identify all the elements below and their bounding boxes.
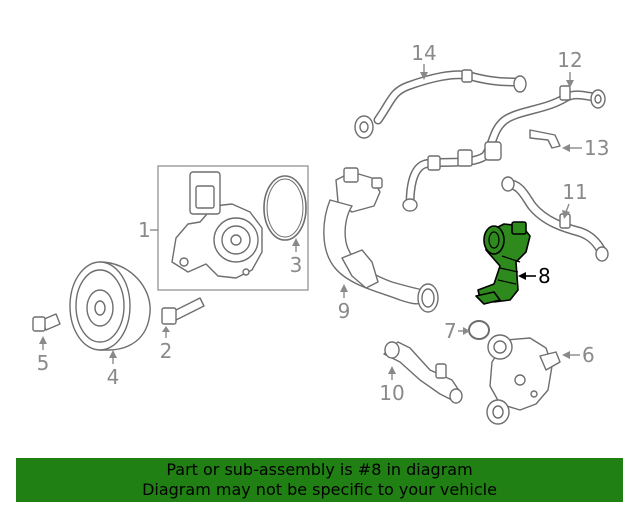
callout-1: 1	[138, 218, 151, 242]
callout-8: 8	[538, 264, 551, 288]
callout-10: 10	[379, 381, 404, 405]
callout-9: 9	[338, 299, 351, 323]
callout-5: 5	[37, 351, 50, 375]
part-water-pump	[171, 171, 263, 279]
part-8-coolant-pipe-highlighted[interactable]	[475, 221, 531, 305]
parts-diagram: 14 12 13 11 1	[32, 41, 609, 425]
callout-3: 3	[290, 253, 303, 277]
info-banner: Part or sub-assembly is #8 in diagram Di…	[16, 458, 623, 502]
part-1-group-box	[157, 165, 309, 291]
part-14-coolant-pipe	[354, 69, 527, 139]
part-7-o-ring	[468, 320, 490, 340]
part-2-bolt	[161, 297, 205, 325]
callout-2: 2	[160, 339, 173, 363]
callout-7: 7	[444, 319, 457, 343]
callout-14: 14	[411, 41, 436, 65]
callout-4: 4	[107, 365, 120, 389]
callout-11: 11	[562, 180, 587, 204]
callout-12: 12	[557, 48, 582, 72]
part-6-thermostat-housing	[486, 334, 561, 425]
part-4-pulley	[69, 261, 151, 351]
banner-line-part: Part or sub-assembly is #8 in diagram	[166, 460, 473, 479]
callout-13: 13	[584, 136, 609, 160]
part-9-hose	[323, 167, 439, 313]
part-10-pipe	[383, 341, 463, 404]
part-3-gasket	[263, 175, 307, 241]
part-11-hose	[501, 176, 609, 262]
callout-6: 6	[582, 343, 595, 367]
part-12-coolant-pipe	[402, 85, 606, 212]
part-13-bracket	[529, 129, 561, 149]
part-5-bolt	[32, 313, 61, 332]
banner-line-disclaimer: Diagram may not be specific to your vehi…	[142, 480, 497, 499]
